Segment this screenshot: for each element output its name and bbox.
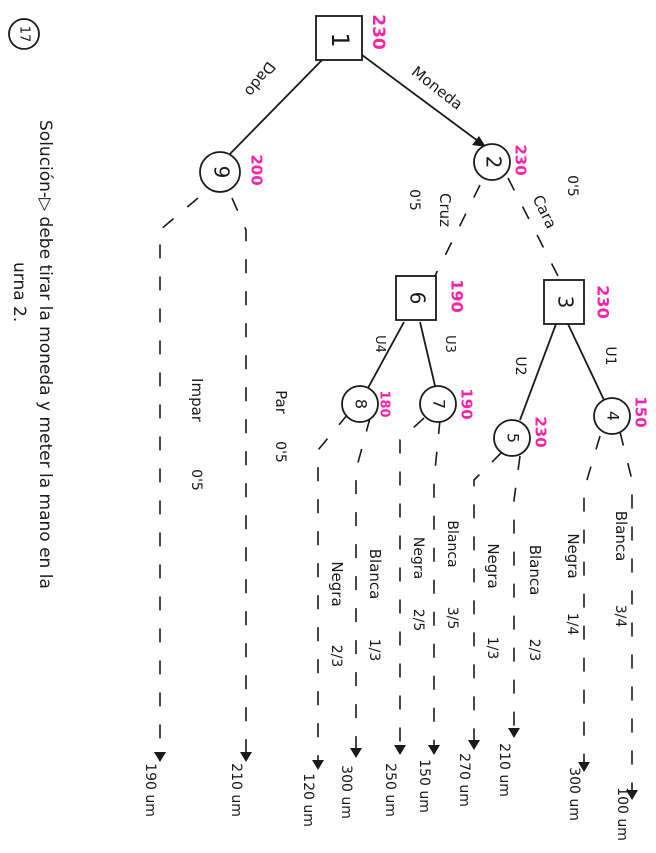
node-7-value: 190: [458, 388, 476, 419]
solution-text: Solución-▷ debe tirar la moneda y meter …: [35, 120, 55, 589]
node-8-id: 8: [352, 399, 371, 409]
outcome-payoff: 270 um: [456, 753, 472, 807]
node-1-value: 230: [368, 14, 388, 50]
node-5-circle: [493, 419, 531, 457]
problem-number: 17: [17, 26, 32, 43]
node-6-square: [395, 275, 437, 321]
edge-label-moneda: Moneda: [408, 63, 466, 114]
edge-1-9: [223, 57, 325, 161]
node-5-value: 230: [532, 416, 550, 447]
outcome-payoff: 120 um: [300, 773, 316, 827]
node-3-id: 3: [554, 296, 578, 309]
node-2-value: 230: [512, 144, 530, 175]
outcome-payoff: 300 um: [566, 767, 582, 821]
edge-label-u4: U4: [372, 335, 387, 353]
payoff-arrow-icon: [578, 762, 590, 772]
edge-3-4: [567, 323, 605, 401]
node-4-id: 4: [604, 411, 623, 421]
edge-2-3: [507, 177, 561, 281]
outcome-prob: 1/4: [564, 613, 580, 636]
outcome-prob: 0'5: [188, 469, 204, 491]
node-8-circle: [341, 385, 379, 423]
node-9-id: 9: [210, 166, 234, 179]
arrow-head-icon: [472, 136, 486, 147]
outcome-label: Blanca: [366, 549, 384, 600]
node-9-circle: [199, 151, 241, 193]
outcome-prob: 0'5: [272, 441, 288, 463]
payoff-arrow-icon: [508, 728, 520, 738]
branch-4-blanca: [619, 431, 633, 790]
node-1-id: 1: [326, 32, 354, 47]
outcome-label: Negra: [410, 537, 426, 579]
node-5-id: 5: [504, 433, 523, 443]
outcome-label: Negra: [484, 543, 502, 588]
payoff-arrow-icon: [468, 740, 480, 750]
edge-1-2: [357, 51, 487, 148]
node-3-square: [543, 279, 585, 325]
outcome-label: Impar: [188, 378, 206, 423]
edge-prob-cara: 0'5: [564, 175, 580, 197]
branch-9-impar: [159, 197, 199, 752]
outcome-payoff: 210 um: [496, 743, 512, 797]
edge-prob-cruz: 0'5: [406, 189, 422, 211]
outcome-payoff: 210 um: [228, 763, 244, 817]
outcome-prob: 1/3: [366, 639, 382, 662]
outcome-label: Negra: [564, 533, 582, 578]
outcome-label: Negra: [328, 561, 346, 606]
outcome-payoff: 150 um: [416, 759, 432, 813]
edge-3-5: [519, 323, 557, 421]
outcome-payoff: 300 um: [338, 765, 354, 819]
node-7-id: 7: [430, 399, 449, 409]
payoff-arrow-icon: [394, 745, 406, 755]
branch-5-negra: [473, 451, 503, 740]
node-9-value: 200: [248, 154, 266, 185]
outcome-prob: 2/5: [410, 609, 426, 632]
node-2-id: 2: [482, 156, 506, 169]
node-3-value: 230: [594, 285, 613, 318]
edge-6-7: [419, 321, 437, 391]
outcome-label: Par: [272, 390, 290, 415]
outcome-label: Blanca: [444, 520, 460, 567]
branch-9-par: [231, 197, 247, 752]
outcome-prob: 3/5: [444, 607, 460, 630]
outcome-prob: 3/4: [612, 605, 628, 628]
payoff-arrow-icon: [626, 790, 638, 800]
outcome-prob: 1/3: [484, 637, 500, 660]
branch-4-negra: [583, 435, 601, 762]
edge-label-u1: U1: [602, 346, 618, 365]
node-8-value: 180: [377, 390, 392, 417]
branch-7-blanca: [433, 419, 441, 745]
edge-label-cruz: Cruz: [436, 193, 454, 227]
node-4-circle: [593, 397, 631, 435]
branch-5-blanca: [513, 455, 521, 728]
edge-label-u2: U2: [512, 356, 528, 375]
edge-label-dado: Dado: [241, 58, 279, 100]
solution-text-cont: urna 2.: [9, 262, 29, 322]
branch-7-negra: [399, 417, 425, 745]
outcome-label: Blanca: [612, 511, 630, 562]
outcome-payoff: 190 um: [142, 763, 158, 817]
node-2-circle: [473, 143, 511, 181]
outcome-prob: 2/3: [328, 645, 344, 668]
edge-6-8: [367, 321, 405, 389]
node-7-circle: [419, 385, 457, 423]
outcome-payoff: 100 um: [614, 787, 630, 841]
node-6-value: 190: [448, 279, 467, 312]
outcome-prob: 2/3: [526, 639, 542, 662]
payoff-arrow-icon: [312, 760, 324, 770]
edge-label-u3: U3: [442, 335, 457, 353]
payoff-arrow-icon: [154, 752, 166, 762]
node-1-square: [315, 15, 363, 61]
node-6-id: 6: [406, 292, 430, 305]
payoff-arrow-icon: [240, 752, 252, 762]
edge-label-cara: Cara: [529, 192, 561, 231]
outcome-label: Blanca: [526, 545, 544, 596]
outcome-payoff: 250 um: [382, 763, 398, 817]
problem-number-circle: [8, 18, 40, 50]
payoff-arrow-icon: [350, 748, 362, 758]
node-4-value: 150: [632, 396, 650, 427]
payoff-arrow-icon: [428, 745, 440, 755]
